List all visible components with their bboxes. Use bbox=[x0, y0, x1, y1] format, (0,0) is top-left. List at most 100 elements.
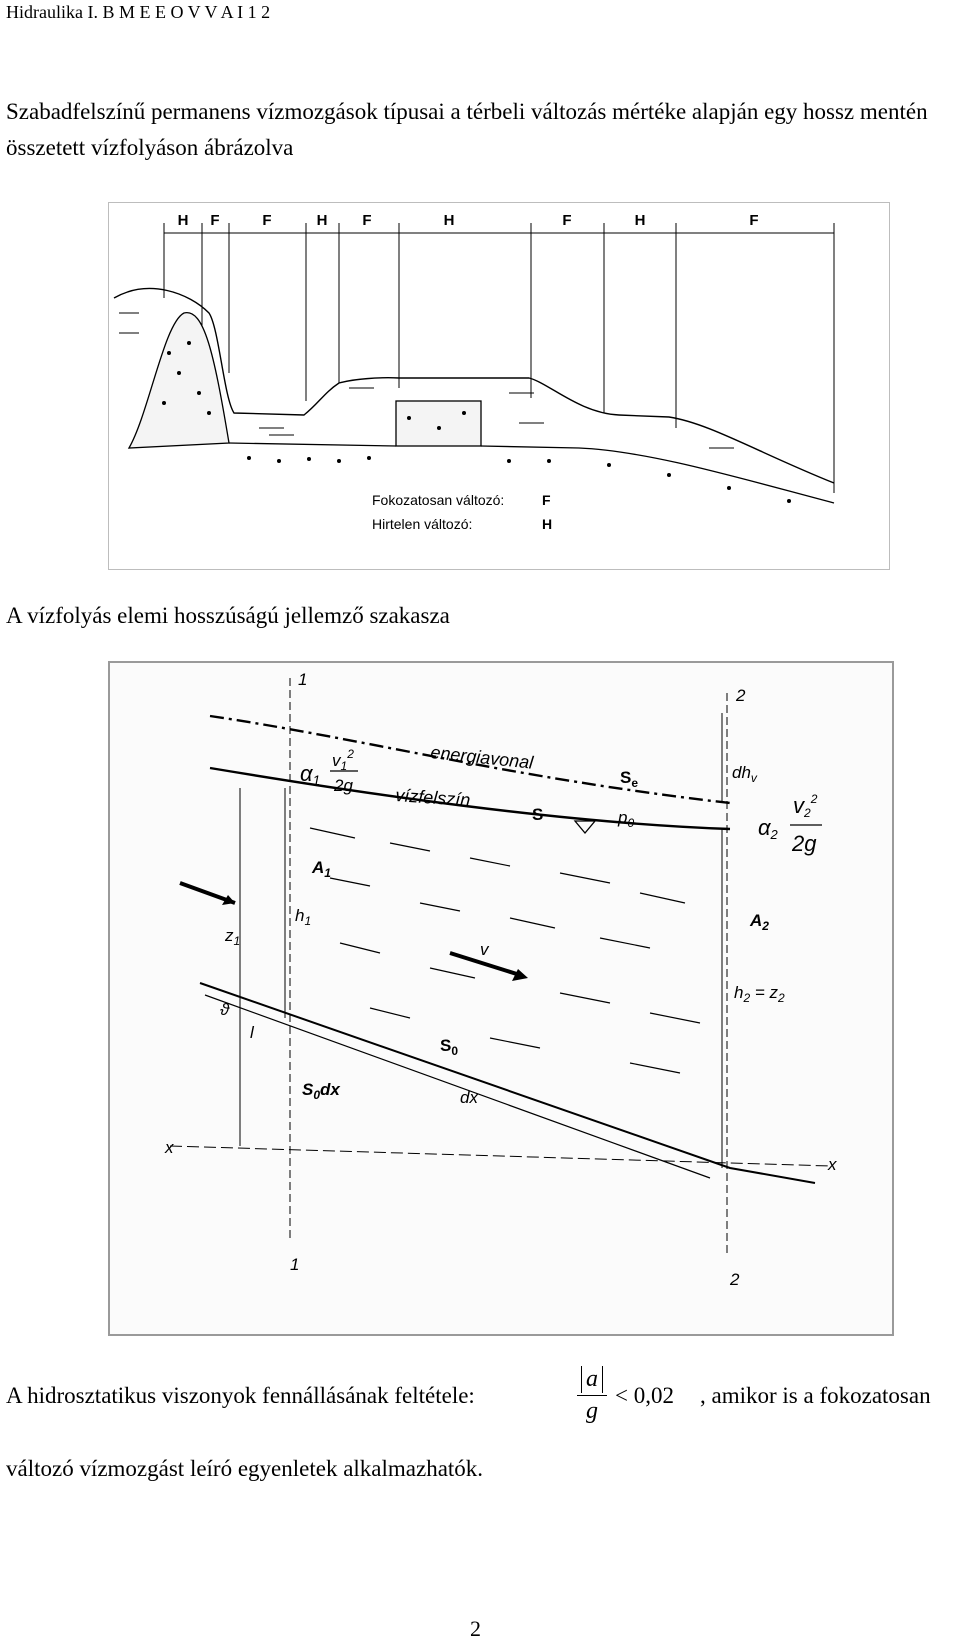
section-2-top-label: 2 bbox=[735, 686, 746, 705]
A2-label: A bbox=[749, 911, 762, 930]
page-number: 2 bbox=[470, 1616, 481, 1641]
section-1-top-label: 1 bbox=[298, 670, 307, 689]
svg-text:dx: dx bbox=[460, 1088, 478, 1107]
section-1-bottom-label: 1 bbox=[290, 1255, 299, 1274]
weir-body bbox=[127, 312, 230, 449]
svg-text:v: v bbox=[480, 940, 490, 959]
legend-sudden-text: Hirtelen változó: bbox=[372, 516, 472, 532]
channel-bed-line bbox=[199, 982, 816, 1184]
legend-sudden-code: H bbox=[542, 516, 552, 532]
channel-bed bbox=[228, 442, 835, 504]
v2-symbol: v bbox=[793, 793, 806, 818]
fraction-numerator: a bbox=[581, 1366, 603, 1393]
segment-label: H bbox=[317, 212, 328, 229]
figure-1-drawing: H F F H F H F H F bbox=[113, 212, 835, 532]
velocity-arrow bbox=[449, 951, 521, 977]
segment-label: F bbox=[562, 212, 571, 229]
section-2-bottom-label: 2 bbox=[729, 1270, 740, 1289]
twog2-symbol: 2g bbox=[791, 831, 817, 856]
velocity-label: v bbox=[480, 940, 490, 959]
velocity-arrowhead bbox=[512, 969, 528, 981]
svg-text:A2: A2 bbox=[749, 911, 769, 933]
figure-2-element-section: 1 2 1 2 energiavonal vízfelszín α1 v12 2… bbox=[108, 661, 894, 1336]
water-surface-line bbox=[209, 766, 731, 831]
svg-text:S0: S0 bbox=[440, 1036, 458, 1058]
svg-text:ϑ: ϑ bbox=[220, 1000, 230, 1019]
svg-text:α1: α1 bbox=[300, 761, 320, 788]
svg-text:x: x bbox=[827, 1155, 837, 1174]
energy-line-label: energiavonal bbox=[430, 742, 536, 773]
legend-gradual-code: F bbox=[542, 492, 551, 508]
l-label: l bbox=[250, 1023, 255, 1042]
svg-text:1: 1 bbox=[290, 1255, 299, 1274]
svg-text:α2: α2 bbox=[758, 815, 779, 842]
division-ticks bbox=[163, 223, 835, 493]
figure-1-legend: Fokozatosan változó: F Hirtelen változó:… bbox=[372, 492, 552, 532]
p0-label: p bbox=[617, 808, 627, 827]
z1-label: z bbox=[224, 926, 234, 945]
figure-1-longitudinal-profile: H F F H F H F H F bbox=[108, 202, 890, 570]
condition-text-line-2: változó vízmozgást leíró egyenletek alka… bbox=[6, 1456, 484, 1481]
svg-text:v12: v12 bbox=[332, 747, 354, 773]
svg-text:2: 2 bbox=[735, 686, 746, 705]
segment-label: F bbox=[262, 212, 271, 229]
surface-slope-label: S bbox=[532, 805, 543, 824]
twog1-symbol: 2g bbox=[333, 776, 353, 795]
svg-text:2g: 2g bbox=[333, 776, 353, 795]
segment-labels: H F F H F H F H F bbox=[178, 212, 759, 229]
gravel-texture bbox=[162, 341, 791, 503]
svg-text:h1: h1 bbox=[295, 906, 311, 928]
water-hatching bbox=[119, 312, 734, 449]
section-1-heading: Szabadfelszínű permanens vízmozgások típ… bbox=[6, 99, 928, 160]
bed-parallel-line bbox=[204, 994, 711, 1179]
energy-slope-label: S bbox=[620, 768, 631, 787]
svg-text:Se: Se bbox=[620, 768, 638, 790]
section-2-heading: A vízfolyás elemi hosszúságú jellemző sz… bbox=[6, 603, 450, 628]
inflow-arrowhead bbox=[222, 895, 235, 905]
figure-2-labels: 1 2 1 2 energiavonal vízfelszín α1 v12 2… bbox=[164, 670, 837, 1289]
alpha1-symbol: α bbox=[300, 761, 314, 786]
energy-line bbox=[209, 714, 731, 805]
svg-text:z1: z1 bbox=[224, 926, 240, 948]
h1-label: h bbox=[295, 906, 304, 925]
svg-text:v22: v22 bbox=[793, 792, 818, 820]
condition-text-before: A hidrosztatikus viszonyok fennállásának… bbox=[6, 1383, 475, 1408]
v1-symbol: v bbox=[332, 751, 342, 770]
svg-text:S0dx: S0dx bbox=[302, 1080, 341, 1102]
svg-text:x: x bbox=[164, 1138, 174, 1157]
svg-text:A1: A1 bbox=[311, 858, 331, 880]
channel-step bbox=[395, 400, 482, 447]
svg-text:energiavonal: energiavonal bbox=[430, 742, 536, 773]
water-surface bbox=[113, 287, 835, 484]
A1-label: A bbox=[311, 858, 324, 877]
theta-label: ϑ bbox=[220, 1000, 230, 1019]
svg-text:2g: 2g bbox=[791, 831, 817, 856]
segment-label: F bbox=[749, 212, 758, 229]
dhv-label: dh bbox=[732, 763, 751, 782]
condition-text-after: , amikor is a fokozatosan bbox=[700, 1383, 931, 1408]
svg-text:2: 2 bbox=[729, 1270, 740, 1289]
water-surface-label: vízfelszín bbox=[395, 785, 471, 810]
svg-text:h2 = z2: h2 = z2 bbox=[734, 983, 785, 1005]
x-axis-right-label: x bbox=[827, 1155, 837, 1174]
x-axis-left-label: x bbox=[164, 1138, 174, 1157]
svg-text:S: S bbox=[532, 805, 543, 824]
svg-text:l: l bbox=[250, 1023, 255, 1042]
dx-label: dx bbox=[460, 1088, 478, 1107]
segment-label: H bbox=[635, 212, 646, 229]
h2-label: h bbox=[734, 983, 743, 1002]
condition-text-line: A hidrosztatikus viszonyok fennállásának… bbox=[6, 1383, 475, 1409]
S0dx-label: S bbox=[302, 1080, 314, 1099]
x-axis bbox=[169, 1145, 831, 1167]
water-dashes bbox=[309, 827, 701, 1074]
water-level-symbol bbox=[573, 820, 597, 835]
condition-comparison: < 0,02 bbox=[615, 1383, 674, 1408]
svg-text:dhv: dhv bbox=[732, 763, 758, 785]
svg-text:1: 1 bbox=[298, 670, 307, 689]
segment-label: H bbox=[444, 212, 455, 229]
svg-text:vízfelszín: vízfelszín bbox=[395, 785, 471, 810]
svg-text:p0: p0 bbox=[617, 808, 634, 830]
S0-label: S bbox=[440, 1036, 451, 1055]
fraction-denominator: g bbox=[577, 1395, 607, 1425]
page-header: Hidraulika I. B M E E O V V A I 1 2 bbox=[6, 2, 271, 22]
